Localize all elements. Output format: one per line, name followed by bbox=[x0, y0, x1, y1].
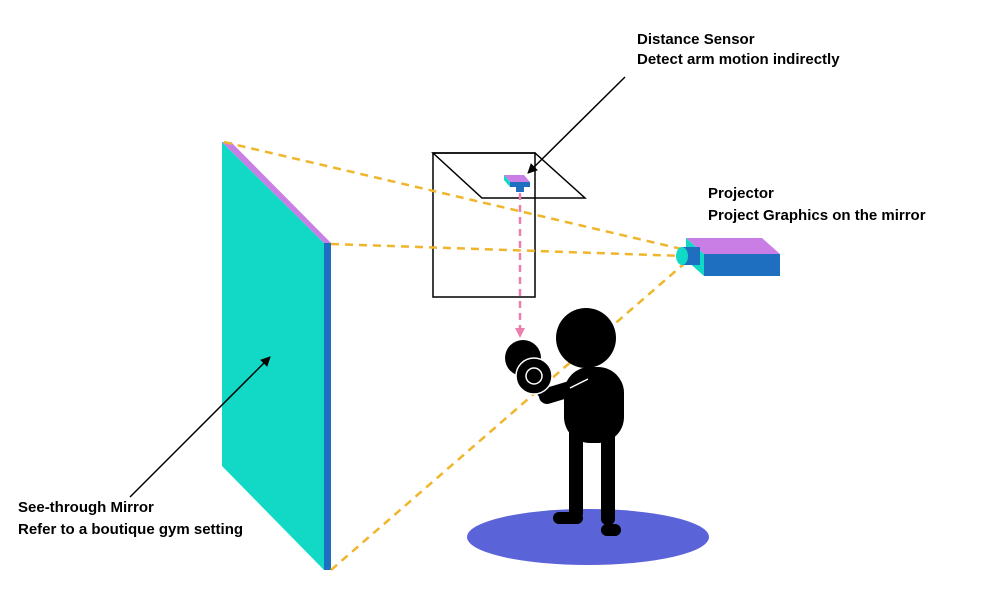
sensor-callout-arrow-icon bbox=[527, 76, 626, 174]
mirror-top-edge bbox=[222, 142, 331, 243]
person-foot-right bbox=[601, 524, 621, 536]
mirror-label-title: See-through Mirror bbox=[18, 499, 154, 516]
sensor-label-title: Distance Sensor bbox=[637, 31, 755, 48]
mount-box bbox=[432, 152, 536, 298]
projector-front bbox=[704, 254, 780, 276]
projector-top bbox=[686, 238, 780, 254]
person-leg-right bbox=[601, 425, 615, 525]
floor-mat bbox=[467, 509, 709, 565]
mirror-edge bbox=[324, 243, 331, 570]
projector-lens bbox=[676, 247, 688, 265]
dumbbell-grip bbox=[525, 367, 543, 385]
dumbbell-front-plate bbox=[515, 357, 553, 395]
person-head bbox=[556, 308, 616, 368]
sensor-body bbox=[510, 182, 530, 187]
sensor-top bbox=[504, 175, 530, 182]
distance-sensor bbox=[504, 175, 530, 192]
sensor-nub bbox=[516, 187, 524, 192]
person-foot-left bbox=[553, 512, 583, 524]
mirror-face bbox=[222, 142, 324, 570]
see-through-mirror bbox=[222, 142, 331, 570]
person-icon bbox=[525, 308, 624, 536]
projector bbox=[676, 238, 780, 276]
projection-lines bbox=[223, 140, 687, 571]
mirror-label-desc: Refer to a boutique gym setting bbox=[18, 521, 243, 538]
projector-label-desc: Project Graphics on the mirror bbox=[708, 207, 926, 224]
person-arm-outline bbox=[569, 378, 589, 389]
dumbbell-icon bbox=[505, 340, 553, 395]
sensor-mount bbox=[431, 152, 587, 298]
person-leg-left bbox=[569, 425, 583, 519]
projection-line-top bbox=[223, 140, 687, 252]
sensor-side bbox=[504, 175, 510, 187]
projection-line-mid bbox=[330, 242, 685, 258]
sensor-label-desc: Detect arm motion indirectly bbox=[637, 51, 840, 68]
mirror-callout-arrow-icon bbox=[129, 356, 271, 498]
mount-shelf bbox=[431, 152, 587, 199]
projector-label-title: Projector bbox=[708, 185, 774, 202]
